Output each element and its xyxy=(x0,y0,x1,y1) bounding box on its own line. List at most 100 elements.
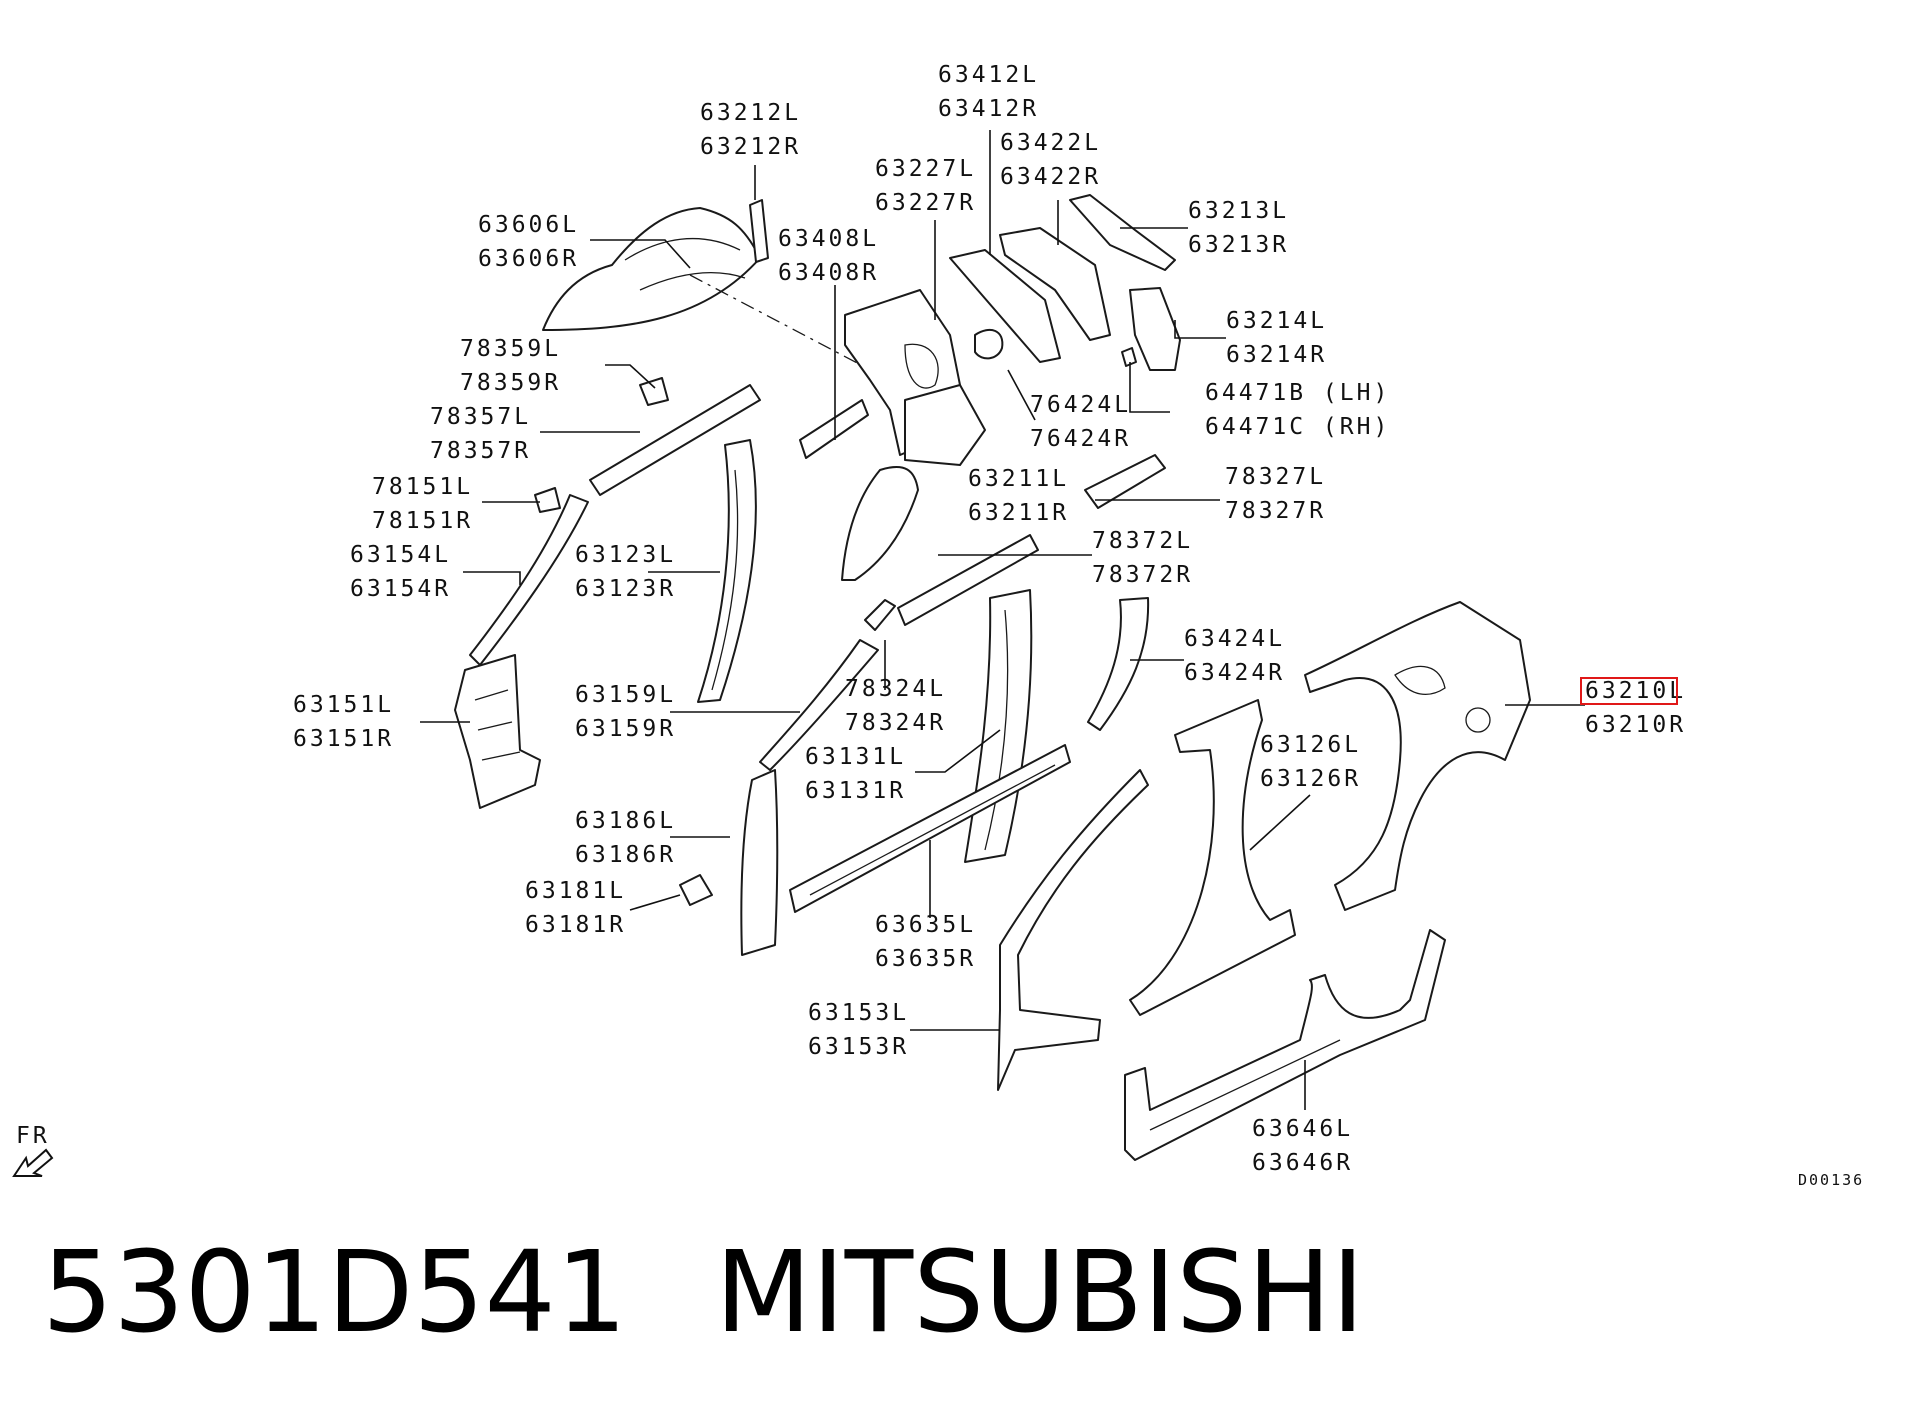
part-number: 5301D541 xyxy=(42,1228,628,1358)
part-64471 xyxy=(1121,347,1137,367)
label-63635R[interactable]: 63635R xyxy=(875,946,976,972)
label-63123R[interactable]: 63123R xyxy=(575,576,676,602)
label-63186R[interactable]: 63186R xyxy=(575,842,676,868)
label-78359L[interactable]: 78359L xyxy=(460,336,561,362)
part-63212 xyxy=(749,199,769,263)
label-63126L[interactable]: 63126L xyxy=(1260,732,1361,758)
label-63646R[interactable]: 63646R xyxy=(1252,1150,1353,1176)
label-63606L[interactable]: 63606L xyxy=(478,212,579,238)
front-direction-indicator: FR xyxy=(12,1123,54,1177)
label-63422L[interactable]: 63422L xyxy=(1000,130,1101,156)
label-78357R[interactable]: 78357R xyxy=(430,438,531,464)
part-63210 xyxy=(1304,601,1531,911)
part-63408 xyxy=(799,399,869,459)
part-63131 xyxy=(964,589,1033,863)
label-63153R[interactable]: 63153R xyxy=(808,1034,909,1060)
label-64471B[interactable]: 64471B (LH) xyxy=(1205,380,1390,406)
label-63412R[interactable]: 63412R xyxy=(938,96,1039,122)
label-63213L[interactable]: 63213L xyxy=(1188,198,1289,224)
label-78327R[interactable]: 78327R xyxy=(1225,498,1326,524)
front-arrow-icon xyxy=(12,1148,54,1177)
label-63211R[interactable]: 63211R xyxy=(968,500,1069,526)
leader-lines xyxy=(420,130,1585,1110)
part-78151 xyxy=(534,487,561,513)
label-78324R[interactable]: 78324R xyxy=(845,710,946,736)
label-63186L[interactable]: 63186L xyxy=(575,808,676,834)
label-63181R[interactable]: 63181R xyxy=(525,912,626,938)
highlight-box-63210L xyxy=(1580,677,1678,705)
label-63213R[interactable]: 63213R xyxy=(1188,232,1289,258)
direction-label: FR xyxy=(16,1123,50,1149)
label-63422R[interactable]: 63422R xyxy=(1000,164,1101,190)
part-63126 xyxy=(1129,699,1296,1016)
label-63210L[interactable]: 63210L xyxy=(1585,678,1686,704)
label-63412L[interactable]: 63412L xyxy=(938,62,1039,88)
label-63606R[interactable]: 63606R xyxy=(478,246,579,272)
label-63214R[interactable]: 63214R xyxy=(1226,342,1327,368)
part-63214 xyxy=(1129,287,1181,371)
label-63151L[interactable]: 63151L xyxy=(293,692,394,718)
part-78359 xyxy=(639,377,669,406)
label-78372L[interactable]: 78372L xyxy=(1092,528,1193,554)
part-63646 xyxy=(1124,929,1446,1161)
part-78327 xyxy=(1084,454,1166,509)
label-63123L[interactable]: 63123L xyxy=(575,542,676,568)
label-63181L[interactable]: 63181L xyxy=(525,878,626,904)
part-63635 xyxy=(789,744,1071,913)
label-78359R[interactable]: 78359R xyxy=(460,370,561,396)
label-63151R[interactable]: 63151R xyxy=(293,726,394,752)
label-63227R[interactable]: 63227R xyxy=(875,190,976,216)
part-76424 xyxy=(974,328,1004,360)
label-78357L[interactable]: 78357L xyxy=(430,404,531,430)
part-63424 xyxy=(1087,597,1150,731)
part-78372 xyxy=(897,534,1039,626)
part-63123 xyxy=(697,439,757,703)
part-63159 xyxy=(759,639,879,771)
label-63214L[interactable]: 63214L xyxy=(1226,308,1327,334)
label-63159L[interactable]: 63159L xyxy=(575,682,676,708)
label-64471C[interactable]: 64471C (RH) xyxy=(1205,414,1390,440)
part-63213 xyxy=(1069,194,1176,271)
part-78324 xyxy=(864,599,896,631)
parts-exploded-diagram: 63212L 63212R 63412L 63412R 63422L 63422… xyxy=(12,62,1864,1189)
label-63227L[interactable]: 63227L xyxy=(875,156,976,182)
label-63154L[interactable]: 63154L xyxy=(350,542,451,568)
label-63159R[interactable]: 63159R xyxy=(575,716,676,742)
label-63408R[interactable]: 63408R xyxy=(778,260,879,286)
part-63186 xyxy=(740,769,779,956)
label-63154R[interactable]: 63154R xyxy=(350,576,451,602)
label-63408L[interactable]: 63408L xyxy=(778,226,879,252)
label-63646L[interactable]: 63646L xyxy=(1252,1116,1353,1142)
label-63424L[interactable]: 63424L xyxy=(1184,626,1285,652)
part-63154 xyxy=(469,494,589,666)
label-63212R[interactable]: 63212R xyxy=(700,134,801,160)
label-63131L[interactable]: 63131L xyxy=(805,744,906,770)
label-63424R[interactable]: 63424R xyxy=(1184,660,1285,686)
label-63212L[interactable]: 63212L xyxy=(700,100,801,126)
label-63210R[interactable]: 63210R xyxy=(1585,712,1686,738)
part-63153 xyxy=(997,769,1149,1091)
brand-name: MITSUBISHI xyxy=(715,1228,1365,1358)
diagram-code: D00136 xyxy=(1798,1171,1864,1189)
part-63151 xyxy=(454,654,541,809)
part-78357 xyxy=(589,384,761,496)
part-labels: 63212L 63212R 63412L 63412R 63422L 63422… xyxy=(293,62,1686,1176)
part-63412 xyxy=(949,249,1061,363)
label-63153L[interactable]: 63153L xyxy=(808,1000,909,1026)
label-63131R[interactable]: 63131R xyxy=(805,778,906,804)
label-78324L[interactable]: 78324L xyxy=(845,676,946,702)
label-78151R[interactable]: 78151R xyxy=(372,508,473,534)
parts-drawing xyxy=(454,194,1531,1161)
label-76424R[interactable]: 76424R xyxy=(1030,426,1131,452)
footer: 5301D541 MITSUBISHI xyxy=(42,1228,1364,1358)
label-76424L[interactable]: 76424L xyxy=(1030,392,1131,418)
label-78151L[interactable]: 78151L xyxy=(372,474,473,500)
part-63211 xyxy=(841,465,919,581)
label-78327L[interactable]: 78327L xyxy=(1225,464,1326,490)
label-63126R[interactable]: 63126R xyxy=(1260,766,1361,792)
label-78372R[interactable]: 78372R xyxy=(1092,562,1193,588)
part-63422 xyxy=(999,227,1111,341)
label-63635L[interactable]: 63635L xyxy=(875,912,976,938)
label-63211L[interactable]: 63211L xyxy=(968,466,1069,492)
part-63181 xyxy=(679,874,713,906)
